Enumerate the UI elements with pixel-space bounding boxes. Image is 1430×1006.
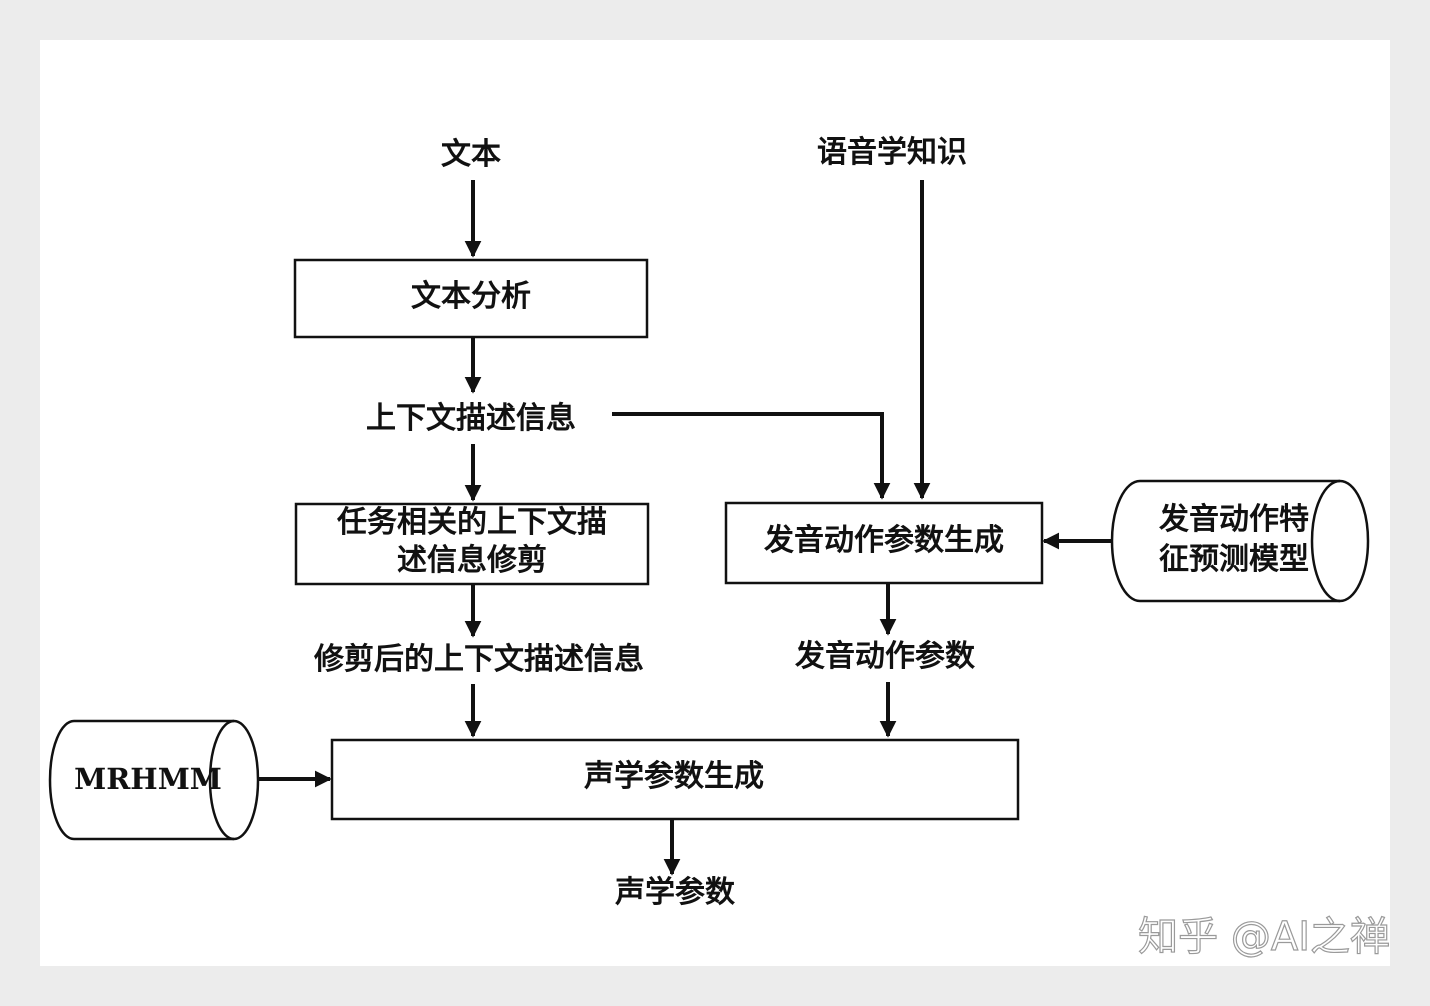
context-info-label: 上下文描述信息 xyxy=(366,401,576,436)
mrhmm-label: MRHMM xyxy=(74,762,222,796)
edge-context-to-articulatory-gen xyxy=(612,412,891,500)
text-analysis-box xyxy=(293,258,649,339)
text-input-label: 文本 xyxy=(441,137,501,172)
articulatory-gen-label: 发音动作参数生成 xyxy=(763,523,1004,558)
acoustic-params-label: 声学参数 xyxy=(615,875,736,910)
watermark: 知乎 @AI之禅 xyxy=(1138,914,1390,960)
mrhmm-store xyxy=(48,719,260,841)
articulatory-model-label-line1: 发音动作特 xyxy=(1158,502,1309,537)
task-pruning-label-line2: 述信息修剪 xyxy=(397,543,547,578)
task-pruning-box xyxy=(294,502,650,586)
phonetic-knowledge-label: 语音学知识 xyxy=(817,135,967,170)
articulatory-gen-box xyxy=(724,501,1044,585)
articulatory-model-store xyxy=(1110,479,1370,603)
text-analysis-label: 文本分析 xyxy=(411,279,531,314)
pruned-context-label: 修剪后的上下文描述信息 xyxy=(313,642,644,677)
acoustic-gen-label: 声学参数生成 xyxy=(584,759,764,794)
articulatory-model-label-line2: 征预测模型 xyxy=(1159,542,1309,577)
articulatory-params-label: 发音动作参数 xyxy=(794,639,976,674)
acoustic-gen-box xyxy=(330,738,1020,821)
task-pruning-label-line1: 任务相关的上下文描 xyxy=(336,505,607,540)
